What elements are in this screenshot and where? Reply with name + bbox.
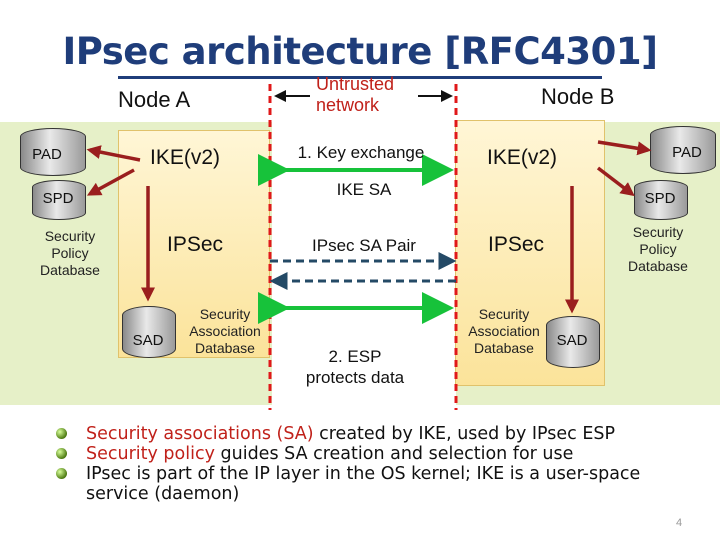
node-a-pad-ike-arrow [86,145,141,162]
node-a-sad-label: SAD [132,332,164,349]
node-a-ike: IKE(v2) [150,146,221,169]
node-a-pad-label: PAD [32,146,62,163]
bullet-icon [56,448,67,459]
node-a-title: Node A [118,87,191,112]
bullet-list: Security associations (SA) created by IK… [56,424,676,504]
node-a-spd-database-icon [32,180,86,220]
page-number: 4 [676,517,683,529]
bullet-text: guides SA creation and selection for use [214,444,574,464]
node-b-ike: IKE(v2) [487,146,558,169]
node-b-sad-label: SAD [556,332,588,349]
node-b-spd-database-icon [634,180,688,220]
node-a-spd-desc: Security Policy Database [40,228,100,278]
bullet-item: Security policy guides SA creation and s… [56,444,676,464]
page-title: IPsec architecture [RFC4301] [62,30,658,73]
key-exchange-label: 1. Key exchange [297,143,425,162]
node-b-sad-desc: Security Association Database [468,306,540,356]
node-b-title: Node B [541,84,615,109]
bullet-item: Security associations (SA) created by IK… [56,424,676,444]
node-a-ipsec: IPSec [167,233,224,256]
node-a-pad-database-icon [20,128,86,176]
bullet-item: IPsec is part of the IP layer in the OS … [56,464,676,504]
esp-label: 2. ESP protects data [305,347,405,387]
bullet-highlight: Security associations (SA) [86,424,314,444]
node-a-sad-desc: Security Association Database [189,306,261,356]
node-b-spd-ike-arrow [596,166,635,197]
bullet-icon [56,428,67,439]
node-a-spd-ike-arrow [86,168,135,196]
node-a-sad-database-icon [122,306,176,358]
ike-sa-label: IKE SA [336,180,392,199]
node-b-sad-database-icon [546,316,600,368]
bullet-highlight: Security policy [86,444,215,464]
bullet-text: created by IKE, used by IPsec ESP [313,424,616,444]
ipsec-sa-pair-label: IPsec SA Pair [312,236,416,255]
bullet-icon [56,468,67,479]
node-b-spd-label: SPD [644,190,676,207]
node-b-spd-desc: Security Policy Database [628,224,688,274]
bullet-text: IPsec is part of the IP layer in the OS … [86,464,641,504]
node-a-spd-label: SPD [42,190,74,207]
node-b-pad-label: PAD [672,144,702,161]
node-b-ipsec: IPSec [488,233,545,256]
untrusted-network-label: Untrusted network [316,74,395,115]
node-b-pad-ike-arrow [597,140,652,156]
title-underline [118,76,602,79]
node-b-pad-database-icon [650,126,716,174]
